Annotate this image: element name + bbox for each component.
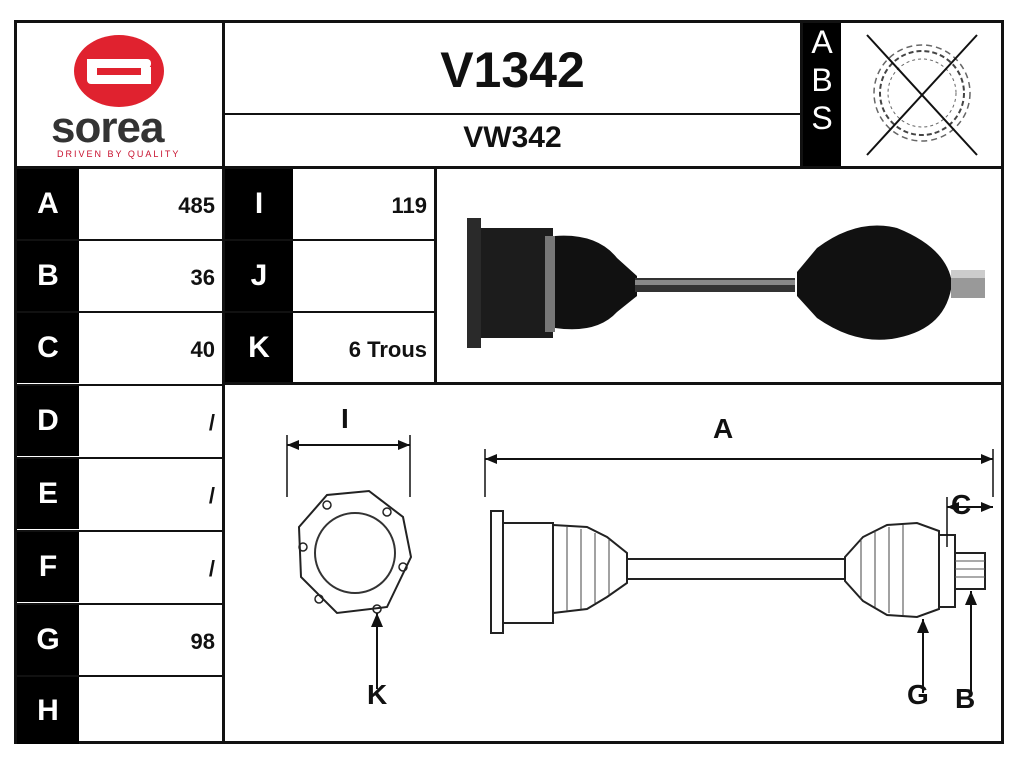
part-number: V1342	[440, 42, 585, 98]
spec-letter-j: J	[225, 241, 293, 311]
row-divider	[17, 457, 222, 459]
spec-letter-c: C	[17, 313, 79, 383]
product-sheet: sorea DRIVEN BY QUALITY V1342 VW342 A B …	[14, 20, 1004, 744]
brand-name: sorea	[51, 103, 164, 152]
spec-value-g: 98	[190, 629, 215, 654]
spec-letter-a: A	[17, 169, 79, 239]
brand-logo: sorea DRIVEN BY QUALITY	[47, 29, 197, 159]
spec-value-k: 6 Trous	[348, 337, 427, 362]
reference-number: VW342	[463, 121, 562, 154]
row-divider	[222, 239, 436, 241]
brand-tagline: DRIVEN BY QUALITY	[57, 149, 181, 159]
dimension-label-a: A	[713, 413, 734, 444]
dimension-label-k: K	[367, 679, 388, 710]
spec-value-d: /	[208, 410, 215, 435]
abs-letter-s: S	[811, 100, 833, 136]
divider	[222, 382, 1001, 385]
row-divider	[17, 530, 222, 532]
row-divider	[17, 675, 222, 677]
row-divider	[17, 311, 222, 313]
divider	[800, 23, 803, 168]
abs-ring-crossed-icon	[866, 34, 978, 156]
row-divider	[17, 603, 222, 605]
divider	[17, 166, 1001, 169]
dimension-label-b: B	[955, 683, 976, 714]
spec-letter-k: K	[225, 313, 293, 382]
abs-label: A B S	[803, 23, 841, 166]
driveshaft-photo	[467, 218, 985, 348]
dimension-label-c: C	[951, 489, 972, 520]
spec-value-c: 40	[190, 337, 215, 362]
spec-letter-g: G	[17, 605, 79, 675]
spec-letter-e: E	[17, 459, 79, 529]
sorea-emblem-icon	[74, 35, 164, 107]
divider	[222, 166, 225, 744]
spec-value-f: /	[208, 556, 215, 581]
spec-letter-h: H	[17, 677, 79, 744]
dimension-label-g: G	[907, 679, 929, 710]
abs-letter-b: B	[811, 62, 833, 98]
spec-letter-f: F	[17, 532, 79, 602]
technical-diagram	[286, 435, 994, 693]
spec-value-b: 36	[190, 265, 215, 290]
spec-letter-i: I	[225, 169, 293, 239]
row-divider	[17, 239, 222, 241]
spec-value-a: 485	[178, 193, 215, 218]
spec-value-e: /	[208, 483, 215, 508]
spec-letter-b: B	[17, 241, 79, 311]
abs-letter-a: A	[811, 24, 833, 60]
spec-letter-d: D	[17, 386, 79, 456]
row-divider	[17, 384, 222, 386]
divider	[222, 113, 802, 115]
dimension-label-i: I	[341, 403, 349, 434]
divider	[434, 166, 437, 384]
divider	[222, 23, 225, 168]
spec-value-i: 119	[391, 193, 428, 218]
row-divider	[222, 311, 436, 313]
